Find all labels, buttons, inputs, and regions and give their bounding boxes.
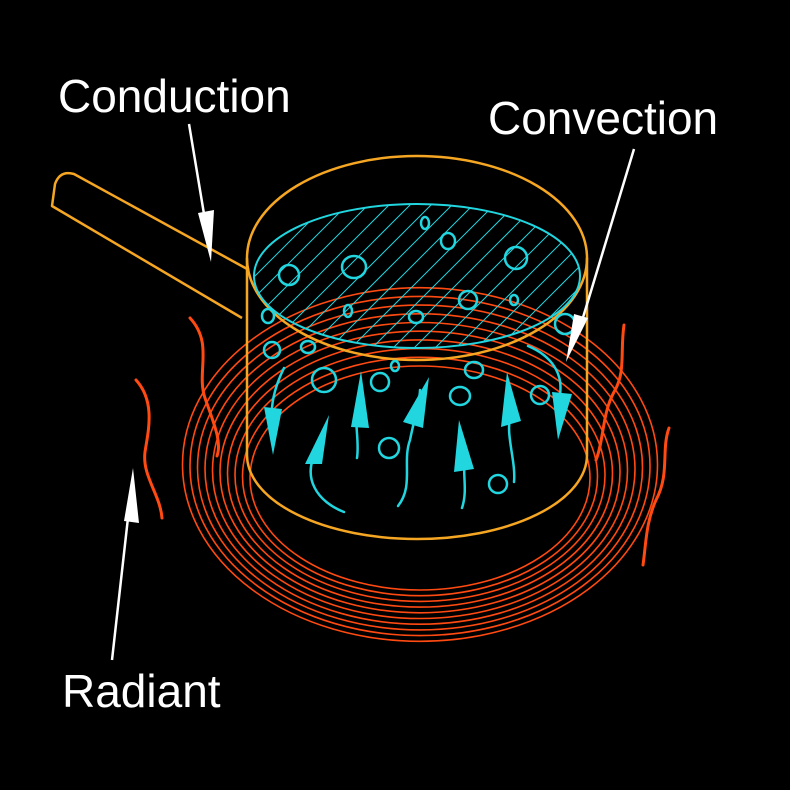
bubble [457, 289, 479, 311]
hatch-line [464, 204, 580, 348]
burner-ring [241, 356, 599, 597]
burner-ring [181, 286, 659, 643]
hatch-line [443, 204, 580, 348]
bubble [389, 359, 401, 373]
radiant-pointer-head [124, 468, 139, 523]
bubble [407, 309, 425, 325]
current-arrowhead [454, 420, 474, 472]
bubble [299, 339, 317, 355]
conduction-label: Conduction [58, 70, 291, 122]
bubble [342, 303, 354, 319]
bubble [463, 360, 485, 380]
convection-pointer-head [566, 314, 588, 362]
bubble [377, 436, 401, 460]
bubble [262, 340, 282, 360]
burner-ring [226, 339, 614, 608]
pointers [110, 123, 636, 661]
hatch-line [359, 204, 531, 348]
bubble [439, 231, 457, 251]
conduction-pointer-head [198, 210, 214, 262]
burner-ring [204, 312, 636, 625]
pan-handle [50, 171, 250, 320]
current-arrowhead [264, 407, 282, 455]
burner-ring [196, 304, 644, 631]
hatch-line [296, 204, 468, 348]
pan [50, 154, 589, 541]
current-arrowhead [403, 377, 429, 428]
radiant-pointer-line [110, 499, 132, 661]
convection-current [526, 344, 562, 396]
convection-label: Convection [488, 92, 718, 144]
heat-wave-left-inner [188, 316, 220, 458]
heat-wave-right-outer [641, 426, 671, 567]
burner-ring [249, 365, 591, 591]
bubble [448, 385, 472, 407]
current-arrowhead [305, 415, 329, 464]
bubble [419, 215, 431, 231]
current-arrowheads [264, 371, 572, 472]
hatch-line [338, 204, 510, 348]
pan-body [245, 258, 589, 541]
bubble [487, 473, 509, 495]
current-arrowhead [552, 392, 572, 440]
burner-ring [189, 295, 651, 637]
bubble [503, 245, 529, 271]
bubble [529, 384, 551, 406]
bubble [340, 254, 368, 280]
convection-pointer-line [576, 148, 636, 335]
bubble [369, 371, 391, 393]
heat-waves [134, 316, 671, 567]
hatch-line [254, 204, 363, 348]
bubble [277, 263, 301, 287]
heat-wave-left-outer [134, 378, 164, 520]
bubble [310, 366, 338, 394]
bubble [260, 307, 276, 325]
radiant-label: Radiant [62, 665, 221, 717]
current-arrowhead [351, 371, 369, 428]
hatch-line [317, 204, 489, 348]
water-surface-front [253, 275, 581, 349]
burner-coil [181, 286, 659, 643]
heat-wave-right-inner [594, 323, 626, 462]
hatch-line [485, 204, 580, 348]
burner-ring [219, 330, 621, 614]
bubble [508, 293, 520, 307]
current-arrowhead [501, 372, 521, 427]
